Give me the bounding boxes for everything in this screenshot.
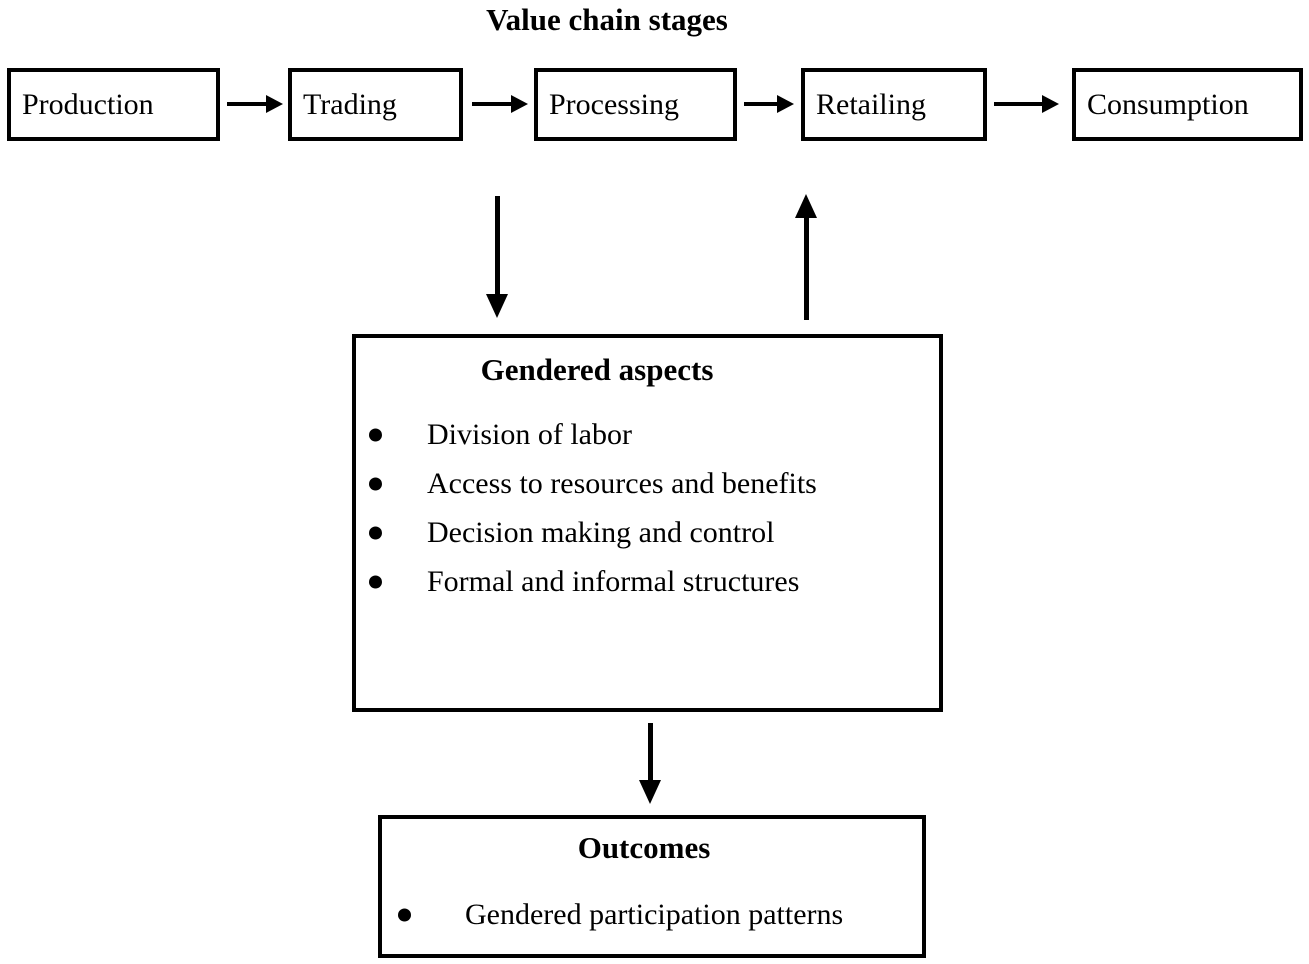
bullet-item-access-to-resources: Access to resources and benefits	[356, 459, 939, 508]
outcomes-bullet-list: Gendered participation patterns	[382, 890, 922, 939]
stage-box-processing: Processing	[534, 68, 737, 141]
arrow-retailing-to-consumption-icon	[994, 95, 1059, 113]
arrow-stages-to-gendered-shaft	[495, 196, 500, 296]
stage-box-trading: Trading	[288, 68, 463, 141]
bullet-item-gendered-participation-patterns: Gendered participation patterns	[382, 890, 922, 939]
stage-box-consumption: Consumption	[1072, 68, 1303, 141]
bullet-item-division-of-labor: Division of labor	[356, 410, 939, 459]
diagram-title: Value chain stages	[486, 2, 728, 37]
arrow-gendered-to-outcomes-head-icon	[639, 780, 661, 804]
arrow-stages-to-gendered-head-icon	[486, 294, 508, 318]
arrow-production-to-trading-icon	[227, 95, 283, 113]
arrow-gendered-to-retailing-shaft	[804, 216, 809, 320]
stage-box-retailing: Retailing	[801, 68, 987, 141]
stage-box-production: Production	[7, 68, 220, 141]
arrow-gendered-to-retailing-head-icon	[795, 194, 817, 218]
arrow-processing-to-retailing-icon	[744, 95, 794, 113]
outcomes-panel: Outcomes Gendered participation patterns	[378, 815, 926, 958]
gendered-aspects-panel: Gendered aspects Division of labor Acces…	[352, 334, 943, 712]
gendered-aspects-heading: Gendered aspects	[480, 352, 714, 387]
gendered-aspects-bullet-list: Division of labor Access to resources an…	[356, 410, 939, 606]
arrow-gendered-to-outcomes-shaft	[648, 723, 653, 781]
bullet-item-formal-informal-structures: Formal and informal structures	[356, 557, 939, 606]
outcomes-heading: Outcomes	[577, 830, 711, 865]
bullet-item-decision-making: Decision making and control	[356, 508, 939, 557]
arrow-trading-to-processing-icon	[472, 95, 528, 113]
